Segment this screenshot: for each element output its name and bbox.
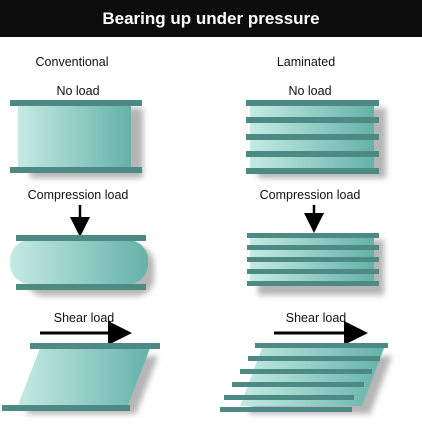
label-no-load-conventional: No load xyxy=(56,84,100,98)
laminate-plate-4 xyxy=(232,382,364,387)
laminated-no-load-bearing xyxy=(246,100,386,178)
column-label-laminated: Laminated xyxy=(276,55,336,69)
laminate-plate-5 xyxy=(224,395,354,400)
sheared-rubber-block xyxy=(18,348,150,405)
laminate-plate-2 xyxy=(248,356,380,361)
top-plate xyxy=(16,235,146,241)
rubber-block xyxy=(18,103,131,169)
laminate-plate-3 xyxy=(246,134,379,140)
bottom-plate xyxy=(16,284,146,290)
laminate-plate-1 xyxy=(247,233,379,238)
laminate-plate-5 xyxy=(247,281,379,286)
laminate-plate-1 xyxy=(246,100,379,106)
title-bar: Bearing up under pressure xyxy=(0,0,422,37)
rubber-layers xyxy=(240,348,384,406)
laminate-plate-3 xyxy=(240,369,372,374)
laminate-plate-2 xyxy=(247,245,379,250)
top-plate xyxy=(10,100,142,106)
label-shear-conventional: Shear load xyxy=(53,311,115,325)
laminate-plate-6 xyxy=(220,407,352,412)
label-compression-laminated: Compression load xyxy=(259,188,361,202)
conventional-compression-bearing xyxy=(10,205,154,296)
column-label-conventional: Conventional xyxy=(35,55,109,69)
label-shear-laminated: Shear load xyxy=(285,311,347,325)
conventional-no-load-bearing xyxy=(10,100,143,178)
bottom-plate xyxy=(2,405,130,411)
top-plate xyxy=(30,343,160,349)
laminate-plate-4 xyxy=(246,151,379,157)
laminate-plate-3 xyxy=(247,257,379,262)
bottom-plate xyxy=(10,167,142,173)
laminate-plate-4 xyxy=(247,269,379,274)
laminate-plate-2 xyxy=(246,117,379,123)
laminate-plate-5 xyxy=(246,168,379,174)
laminated-shear-bearing xyxy=(220,321,392,414)
label-compression-conventional: Compression load xyxy=(27,188,129,202)
bulged-rubber-block xyxy=(10,240,148,284)
label-no-load-laminated: No load xyxy=(288,84,332,98)
conventional-shear-bearing xyxy=(2,321,160,414)
laminate-plate-1 xyxy=(255,343,388,348)
page-title: Bearing up under pressure xyxy=(102,9,320,28)
laminated-compression-bearing xyxy=(247,205,384,295)
